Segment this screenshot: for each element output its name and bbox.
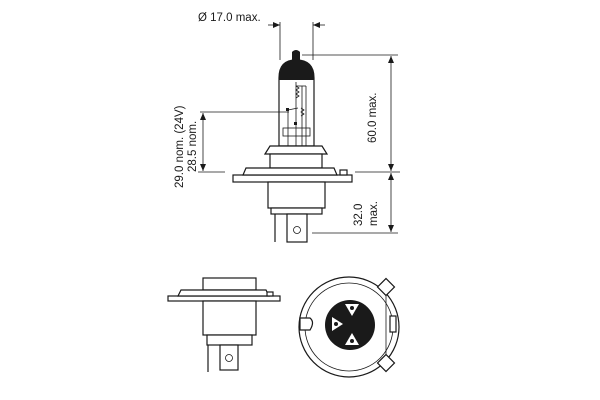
diameter-label: Ø 17.0 max. bbox=[198, 12, 261, 24]
bulb-side-view bbox=[232, 50, 353, 243]
bulb-base-side-view bbox=[167, 277, 281, 372]
bulb-base-front-view bbox=[298, 276, 400, 378]
overall-length-label: 60.0 max. bbox=[367, 93, 379, 144]
diameter-dimension: Ø 17.0 max. bbox=[198, 12, 325, 60]
length-dimensions: 60.0 max. 32.0 max. bbox=[302, 54, 400, 234]
light-center-dimension: 29.0 nom. (24V) 28.5 nom. bbox=[174, 105, 289, 188]
base-length-value: 32.0 bbox=[353, 204, 365, 226]
base-length-suffix: max. bbox=[368, 201, 380, 226]
light-center-12v-label: 28.5 nom. bbox=[187, 121, 199, 172]
light-center-24v-label: 29.0 nom. (24V) bbox=[174, 105, 186, 188]
